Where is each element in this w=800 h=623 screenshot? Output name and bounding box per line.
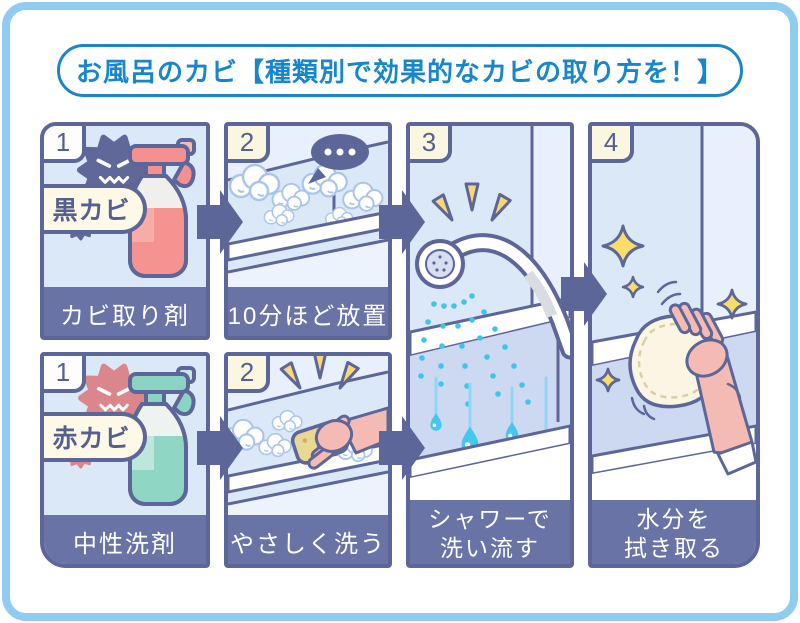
hand-icon xyxy=(307,406,388,470)
step-caption: シャワーで 洗い流す xyxy=(410,500,570,564)
step-number-badge: 2 xyxy=(228,356,270,393)
shower-head-icon xyxy=(415,233,570,360)
step-number-badge: 3 xyxy=(410,126,452,163)
step-caption: 中性洗剤 xyxy=(44,515,206,564)
water-streaks-icon xyxy=(434,376,548,434)
step-arrow-icon xyxy=(379,190,425,254)
title-banner: お風呂のカビ【種類別で効果的なカビの取り方を！】 xyxy=(57,44,743,97)
step-arrow-icon xyxy=(561,262,607,326)
step-number-badge: 1 xyxy=(44,126,86,163)
step-number-badge: 1 xyxy=(44,356,86,393)
step-arrow-icon xyxy=(379,416,425,480)
black-mold-icon xyxy=(60,138,148,244)
panel-step4-wipe: 4 水分を 拭き取る xyxy=(588,122,760,568)
hand-icon xyxy=(668,301,756,476)
red-mold-icon xyxy=(60,367,147,472)
panel-step3-shower: 3 シャワーで 洗い流す xyxy=(406,122,574,568)
panel-step1-black-mold: 1 黒カビ カビ取り剤 xyxy=(40,122,210,340)
page-title: お風呂のカビ【種類別で効果的なカビの取り方を！】 xyxy=(75,57,724,87)
step-caption: カビ取り剤 xyxy=(44,287,206,336)
ellipsis-bubble-icon xyxy=(308,134,369,184)
step-caption: 水分を 拭き取る xyxy=(592,500,756,564)
red-mold-tag: 赤カビ xyxy=(44,412,147,462)
black-mold-tag: 黒カビ xyxy=(44,184,147,234)
step-arrow-icon xyxy=(197,416,243,480)
panel-step2-leave: 2 10分ほど放置 xyxy=(224,122,392,340)
step-caption: 10分ほど放置 xyxy=(228,287,388,336)
panel-step1-red-mold: 1 赤カビ 中性洗剤 xyxy=(40,352,210,568)
step-number-badge: 2 xyxy=(228,126,270,163)
step-caption: やさしく洗う xyxy=(228,515,388,564)
step-arrow-icon xyxy=(197,190,243,254)
scene-wipe xyxy=(592,126,756,500)
step-number-badge: 4 xyxy=(592,126,634,163)
motion-arcs-icon xyxy=(630,280,742,421)
scene-shower xyxy=(410,126,570,500)
water-spray-icon xyxy=(418,293,531,407)
panel-step2-scrub: 2 やさしく洗う xyxy=(224,352,392,568)
emphasis-marks-icon xyxy=(431,182,512,225)
